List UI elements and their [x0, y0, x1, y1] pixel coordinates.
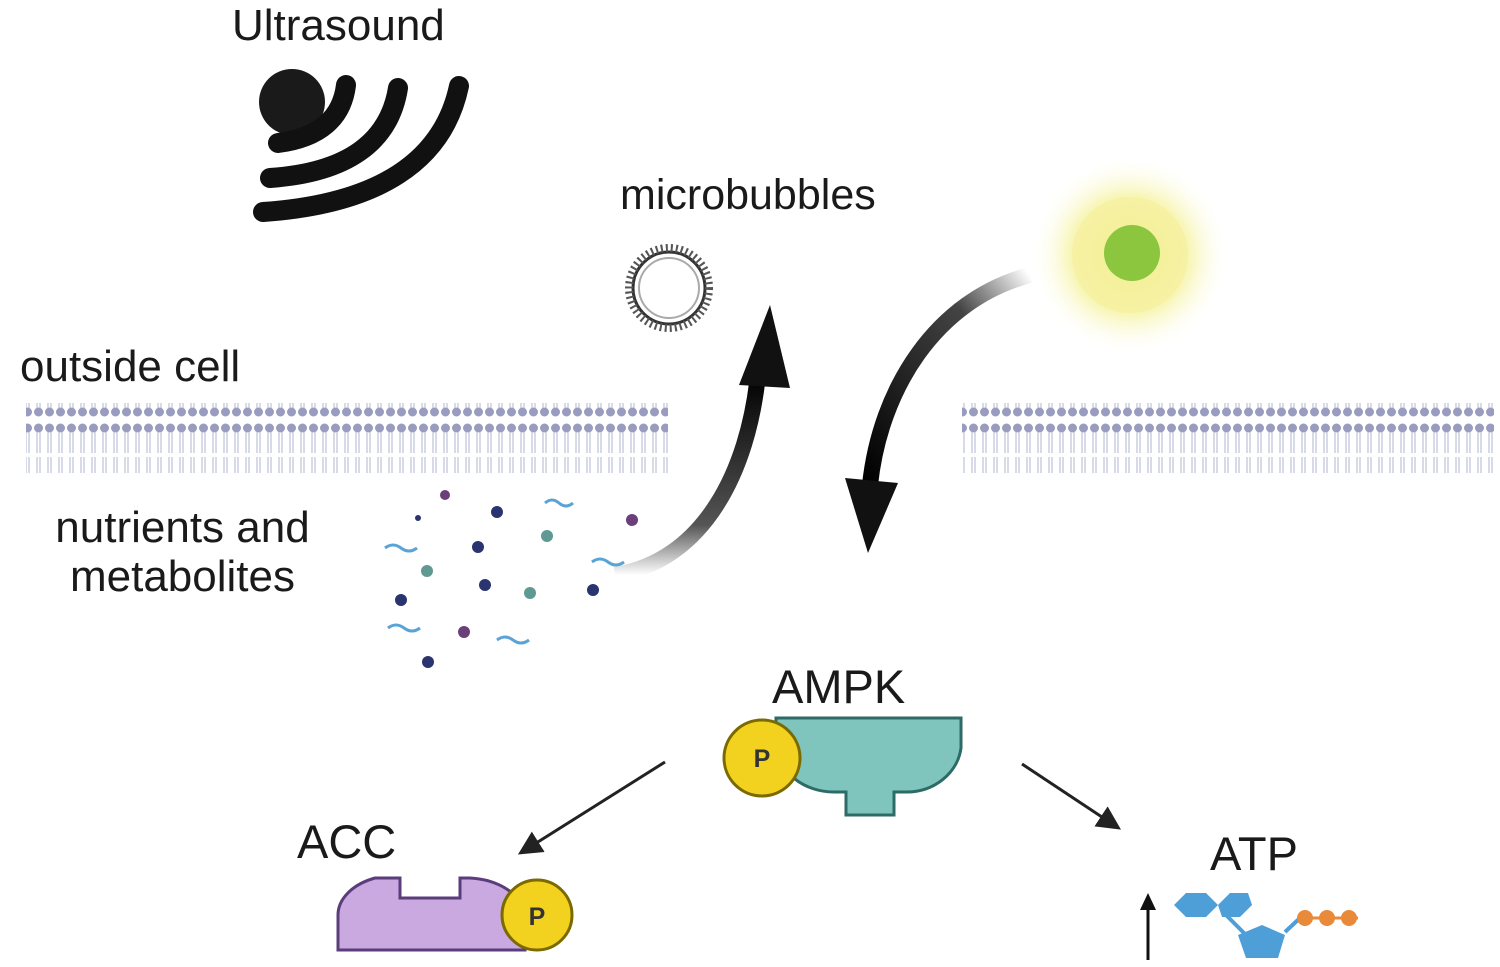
atp-label: ATP	[1210, 827, 1298, 880]
influx-arrow	[845, 267, 1033, 553]
ultrasound-label: Ultrasound	[232, 1, 445, 50]
arrow-to-atp	[1021, 762, 1122, 830]
membrane-left	[26, 403, 668, 473]
acc-phospho-label: P	[529, 903, 546, 931]
microbubbles-label: microbubbles	[620, 171, 876, 219]
membrane-right	[962, 403, 1494, 473]
efflux-arrow	[613, 305, 790, 583]
nutrient-particles	[384, 490, 638, 668]
microbubble-icon	[625, 244, 713, 332]
acc-label: ACC	[297, 815, 397, 868]
glowing-bubble-icon	[1030, 155, 1230, 355]
arrow-to-acc	[517, 760, 666, 855]
atp-molecule-icon	[1174, 893, 1358, 958]
nutrients-metabolites-label: nutrients and metabolites	[55, 503, 310, 601]
ampk-phospho-label: P	[754, 745, 771, 773]
increase-arrow-icon	[1140, 893, 1156, 960]
acc-protein: P	[336, 876, 574, 952]
ampk-protein: P	[722, 716, 963, 817]
ultrasound-icon	[253, 69, 469, 222]
ampk-label: AMPK	[772, 660, 906, 713]
outside-cell-label: outside cell	[20, 342, 241, 391]
